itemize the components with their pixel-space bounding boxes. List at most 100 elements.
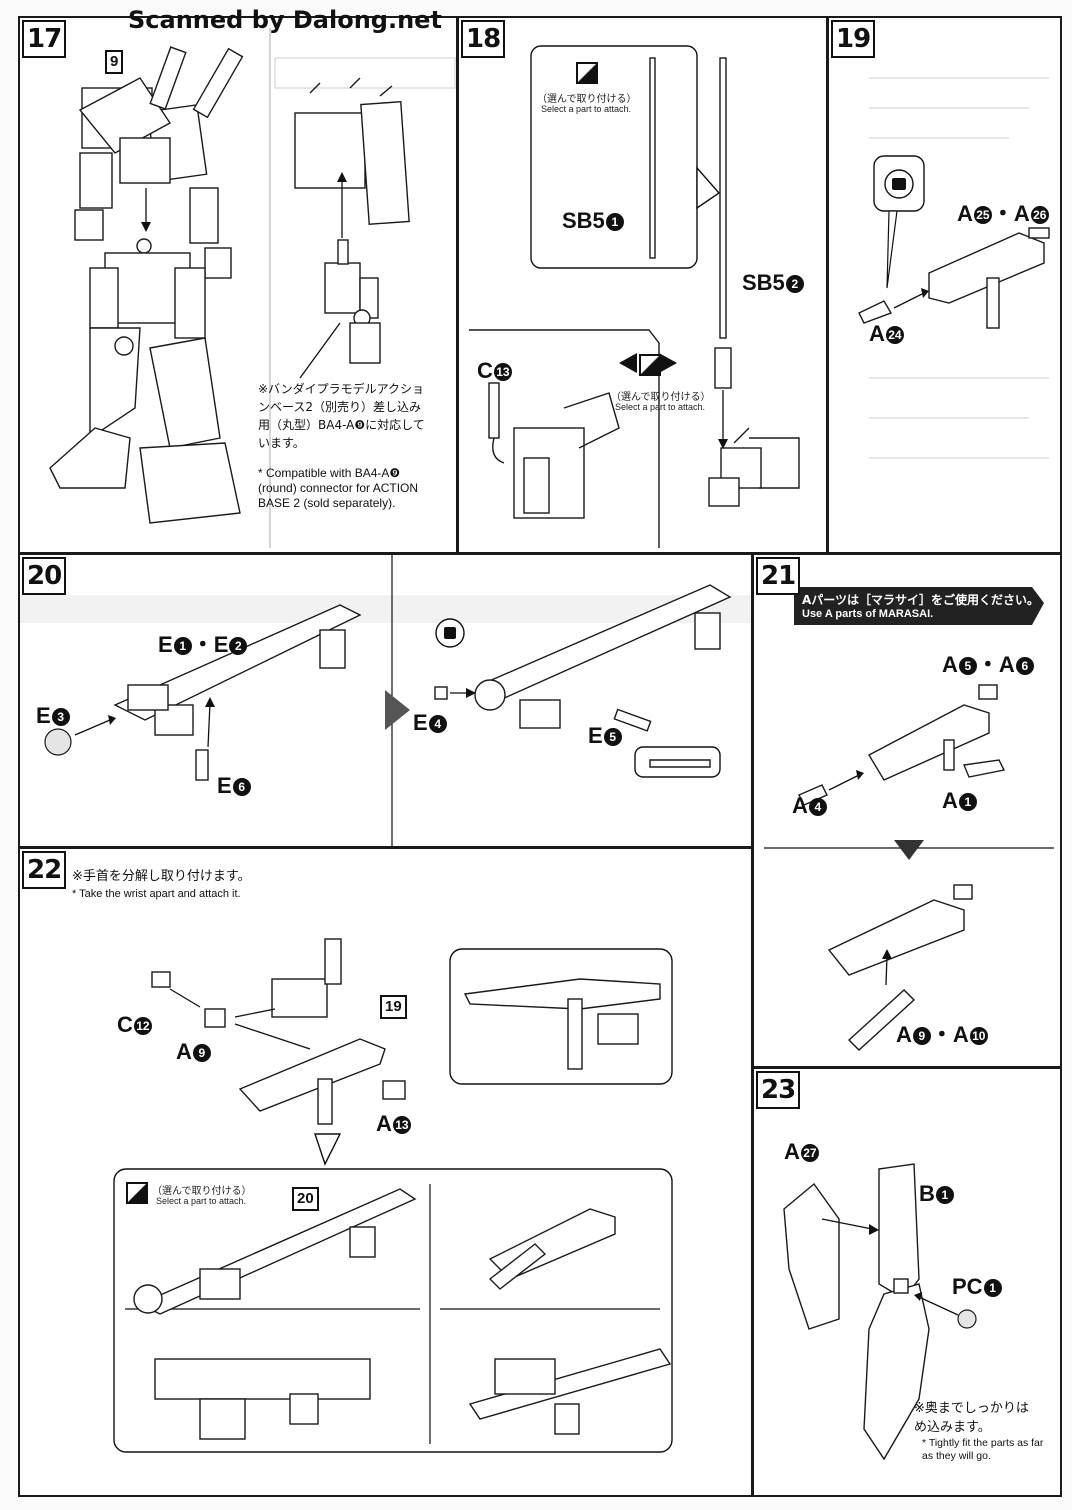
step-18-select-jp-top: （選んで取り付ける） [537, 94, 637, 105]
separator: ・ [991, 201, 1014, 226]
step-22-select-jp: （選んで取り付ける） [152, 1186, 252, 1197]
step-22-panel: 22 ※手首を分解し取り付けます。 * Take the wrist apart… [18, 847, 753, 1497]
part-label-text: A [1013, 201, 1030, 226]
step-17-number: 17 [22, 20, 67, 58]
step-17-illustration [49, 28, 456, 548]
part-label-text: A [784, 1139, 800, 1164]
part-label-text: A [957, 201, 973, 226]
part-number-circle: 4 [808, 798, 827, 816]
part-label-text: A [942, 652, 958, 677]
part-number-circle: 5 [603, 728, 622, 746]
part-label-text: A [869, 321, 885, 346]
step-19-number: 19 [831, 20, 876, 58]
part-number-circle: 3 [51, 708, 70, 726]
step-18-select-en-bottom: Select a part to attach. [615, 402, 706, 412]
part-label-text: C [477, 358, 493, 383]
step-22-number: 22 [22, 851, 67, 889]
part-number-circle: 26 [1030, 206, 1049, 224]
part-number-circle: 9 [192, 1044, 211, 1062]
part-number-circle: 1 [605, 213, 624, 231]
part-label-text: E [217, 773, 232, 798]
part-label-text: E [588, 723, 603, 748]
watermark-text: Scanned by Dalong.net [128, 6, 442, 34]
part-label-text: C [117, 1012, 133, 1037]
select-part-icon-2 [639, 354, 661, 376]
step-23-illustration [783, 1163, 977, 1461]
part-label-text: E [36, 703, 51, 728]
step-22-ref-19: 19 [380, 995, 407, 1019]
part-number-circle: 9 [912, 1027, 931, 1045]
step-18-select-en-top: Select a part to attach. [541, 104, 632, 114]
step-18-panel: 18 （選んで取り付ける） Select a part to attach. （… [457, 16, 828, 554]
part-number-circle: 2 [229, 637, 248, 655]
part-number-circle: 2 [785, 275, 804, 293]
part-label-text: A [176, 1039, 192, 1064]
part-label-text: A [376, 1111, 392, 1136]
part-label-text: B [919, 1181, 935, 1206]
step-20-number: 20 [22, 557, 67, 595]
step-17-panel: 17 9 ※バンダイプラモデルアクションベース2（別売り）差し込み用（丸型）BA… [18, 16, 458, 554]
part-number-circle: 24 [885, 326, 904, 344]
part-number-circle: 4 [428, 715, 447, 733]
step-22-select-en: Select a part to attach. [156, 1196, 247, 1206]
select-part-icon [126, 1182, 148, 1204]
part-number-circle: 1 [983, 1279, 1002, 1297]
step-21-banner-en: Use A parts of MARASAI. [802, 608, 934, 620]
part-number-circle: 10 [969, 1027, 988, 1045]
part-label-text: A [952, 1022, 969, 1047]
part-number-circle: 1 [935, 1186, 954, 1204]
part-number-circle: 25 [973, 206, 992, 224]
part-label-text: E [213, 632, 229, 657]
step-23-note-jp: ※奥までしっかりはめ込みます。 [914, 1401, 1029, 1435]
step-21-banner-jp: Aパーツは［マラサイ］をご使用ください。 [802, 593, 1040, 607]
step-23-note-en: * Tightly fit the parts as far as they w… [922, 1437, 1044, 1462]
step-23-number: 23 [756, 1071, 801, 1109]
step-20-illustration [20, 555, 751, 846]
part-number-circle: 1 [173, 637, 192, 655]
part-label-text: E [158, 632, 173, 657]
step-21-illustration [764, 587, 1054, 1051]
step-21-number: 21 [756, 557, 801, 595]
step-19-illustration [858, 77, 1050, 459]
part-number-circle: 1 [958, 793, 977, 811]
part-number-circle: 6 [232, 778, 251, 796]
step-22-illustration [113, 938, 673, 1453]
separator: ・ [191, 632, 214, 657]
part-label-text: SB5 [562, 208, 605, 233]
part-number-circle: 6 [1015, 657, 1034, 675]
part-number-circle: 13 [493, 363, 512, 381]
step-22-ref-20: 20 [292, 1187, 319, 1211]
step-18-select-jp-bottom: （選んで取り付ける） [611, 392, 711, 403]
step-17-ref-box: 9 [105, 50, 124, 74]
part-number-circle: 12 [133, 1017, 152, 1035]
separator: ・ [930, 1022, 953, 1047]
step-18-illustration [469, 45, 800, 548]
part-number-circle: 5 [958, 657, 977, 675]
step-22-note-jp: ※手首を分解し取り付けます。 [72, 869, 251, 884]
select-part-icon [576, 62, 598, 84]
step-18-number: 18 [461, 20, 506, 58]
step-22-note-en: * Take the wrist apart and attach it. [72, 888, 241, 900]
separator: ・ [976, 652, 999, 677]
step-21-panel: 21 Aパーツは［マラサイ］をご使用ください。 Use A parts of M… [752, 553, 1062, 1068]
part-label-text: A [942, 788, 958, 813]
part-label-text: A [792, 793, 808, 818]
step-17-note-en: * Compatible with BA4-A❾ (round) connect… [258, 466, 419, 510]
